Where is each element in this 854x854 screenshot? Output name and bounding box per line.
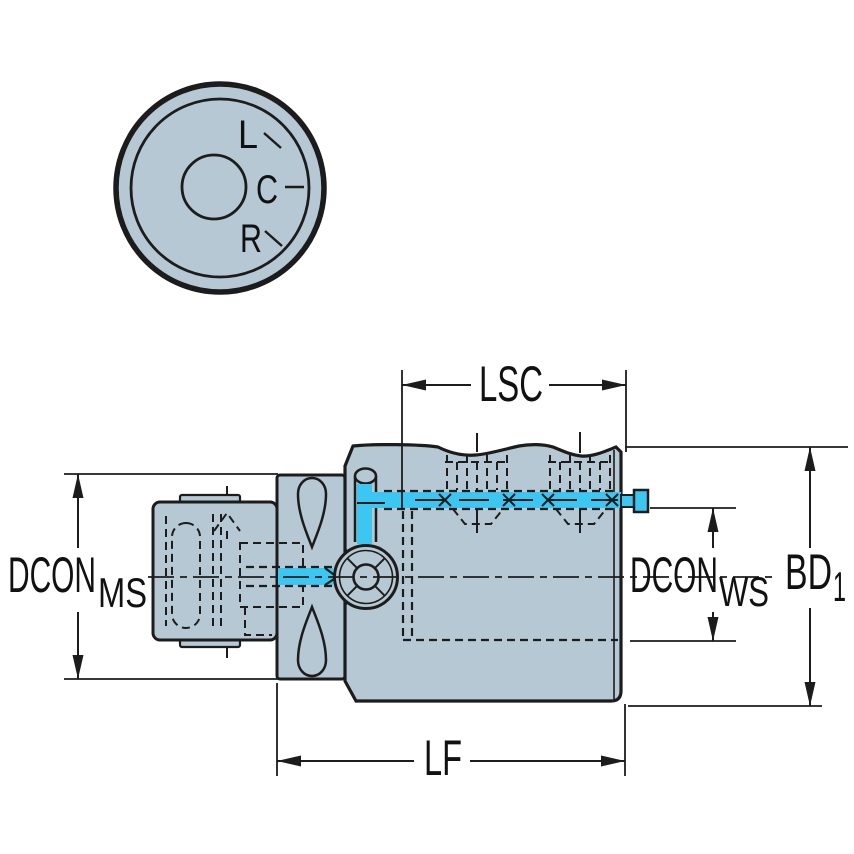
set-screw-1: [438, 455, 516, 533]
label-l: L: [238, 113, 258, 157]
label-bd1-sub: 1: [833, 563, 846, 610]
teardrop-top: [296, 476, 328, 551]
label-c: C: [256, 168, 278, 212]
dimensions: LSC DCON MS DCON WS: [8, 356, 848, 786]
dimension-lsc: LSC: [401, 356, 627, 509]
label-dcon-ms-sub: MS: [98, 569, 147, 616]
nozzle-head: [632, 488, 650, 514]
dimension-dcon-ms: DCON MS: [8, 473, 278, 680]
nozzle-neck: [620, 494, 635, 508]
set-screw-2: [541, 455, 619, 533]
plug-top: [353, 467, 378, 485]
label-r: R: [240, 217, 262, 261]
label-lsc: LSC: [479, 356, 543, 412]
front-center-bore: [180, 153, 248, 221]
label-dcon-ws-sub: WS: [719, 568, 769, 615]
coupling-hidden-detail: [165, 511, 304, 636]
leader-r: [264, 230, 283, 247]
dimension-bd1: BD 1: [625, 446, 848, 707]
label-lf: LF: [424, 730, 462, 786]
label-dcon-ms: DCON: [8, 547, 96, 603]
front-inner-circle: [129, 97, 311, 279]
thread-profile: [171, 522, 201, 629]
front-view: L C R: [113, 81, 327, 295]
dimension-dcon-ws: DCON WS: [630, 507, 769, 642]
side-view: [148, 432, 773, 703]
teardrop-bottom: [296, 603, 328, 678]
dimension-lf: LF: [276, 683, 626, 786]
label-bd1: BD: [785, 544, 832, 600]
front-outer-circle: [113, 81, 327, 295]
pointer-mark: [213, 511, 241, 532]
label-dcon-ws: DCON: [630, 547, 718, 603]
leader-l: [263, 132, 282, 149]
bore-hidden-right: [401, 511, 618, 642]
